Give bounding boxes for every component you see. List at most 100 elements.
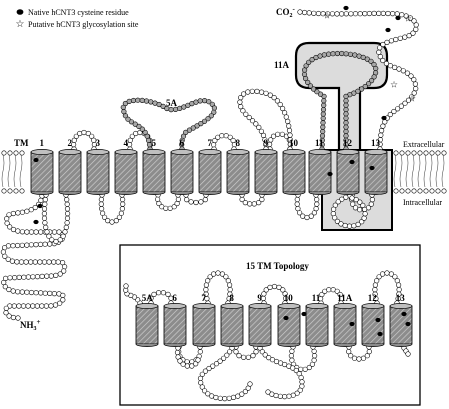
inset-loop-residue (306, 364, 312, 371)
cysteine-residue (349, 321, 355, 327)
loop-residue (41, 211, 48, 217)
tm-helix-8 (226, 149, 250, 195)
inset-loop-residue (205, 391, 211, 397)
inset-loop-residue (261, 291, 267, 297)
cysteine-residue (349, 159, 355, 165)
residue (33, 229, 39, 235)
loop-residue (63, 224, 69, 230)
residue (41, 259, 48, 265)
tm-helix-6 (170, 149, 194, 195)
loop-residue (60, 233, 66, 239)
residue (38, 229, 44, 235)
loop-residue (240, 108, 246, 114)
loop-residue (304, 214, 310, 221)
c-terminal-residue (410, 30, 416, 36)
loop-11a-residue (306, 59, 312, 65)
residue (10, 210, 16, 217)
loop-residue (171, 204, 177, 210)
c-terminal-residue (407, 15, 414, 21)
loop-residue (245, 89, 251, 95)
residue (43, 303, 50, 309)
tm-number-9: 9 (264, 138, 269, 148)
residue (47, 290, 53, 297)
loop-residue (62, 229, 68, 235)
loop-residue (156, 200, 162, 207)
inset-loop-residue (226, 395, 232, 401)
residue (61, 264, 68, 270)
c-terminal-residue (388, 38, 395, 44)
loop-residue (300, 213, 306, 219)
residue (15, 242, 21, 249)
extracellular-label: Extracellular (403, 140, 445, 149)
c-terminal-residue (394, 11, 400, 17)
inset-loop-residue (297, 387, 303, 393)
inset-helix-5A (135, 303, 159, 347)
residue (7, 275, 13, 281)
residue (24, 208, 30, 214)
inset-number-13: 13 (396, 293, 406, 303)
loop-5a-residue (172, 106, 179, 112)
cysteine-residue (33, 157, 39, 163)
inset-loop-residue (326, 287, 332, 293)
c-terminal-residue (384, 39, 390, 46)
loop-residue (283, 114, 289, 120)
c-terminal-residue (377, 53, 383, 60)
loop-residue (105, 218, 111, 224)
loop-11a-residue (343, 106, 349, 113)
loop-residue (361, 215, 367, 221)
c-terminal-residue (397, 35, 403, 41)
residue (56, 229, 62, 235)
loop-residue (332, 215, 338, 221)
residue (53, 272, 59, 279)
loop-11a-residue (368, 58, 374, 64)
loop-residue (77, 130, 83, 137)
residue (12, 275, 18, 281)
residue (19, 242, 25, 248)
loop-residue (85, 130, 91, 137)
c-terminal-residue (387, 63, 394, 69)
inset-loop-residue (276, 284, 282, 291)
loop-residue (109, 219, 115, 225)
c-terminus-label: CO2- (276, 5, 296, 19)
residue (5, 256, 11, 262)
residue (10, 288, 16, 294)
residue (4, 220, 10, 226)
residue (15, 289, 21, 295)
c-terminal-residue (380, 41, 386, 48)
loop-residue (279, 131, 285, 137)
inset-number-12: 12 (368, 293, 378, 303)
c-terminal-residue (311, 10, 317, 16)
inset-loop-residue (388, 271, 395, 277)
cysteine-legend-label: Native hCNT3 cysteine residue (28, 8, 129, 17)
inset-loop-residue (189, 363, 195, 369)
loop-residue (64, 206, 71, 212)
residue (20, 303, 27, 309)
residue (61, 268, 67, 274)
tm-number-13: 13 (371, 138, 381, 148)
residue (11, 303, 17, 309)
inset-loop-residue (265, 389, 271, 395)
loop-residue (219, 133, 225, 139)
inset-loop-residue (360, 355, 367, 361)
c-terminal-residue (396, 66, 402, 72)
glycosylation-site-icon: ☆ (323, 11, 331, 21)
loop-11a-residue (343, 111, 349, 117)
inset-loop-residue (151, 291, 157, 298)
loop-residue (368, 201, 374, 207)
residue (51, 291, 58, 297)
inset-loop-residue (177, 358, 183, 364)
loop-residue (155, 196, 161, 202)
inset-loop-residue (346, 349, 352, 355)
residue (42, 290, 48, 296)
loop-11a-residue (343, 120, 349, 126)
residue (48, 273, 54, 279)
cysteine-residue (343, 5, 349, 11)
loop-residue (64, 220, 70, 226)
residue (18, 259, 25, 265)
loop-residue (247, 201, 253, 207)
residue (34, 274, 41, 280)
residue (39, 303, 45, 309)
residue (51, 259, 57, 265)
loop-11a-residue (330, 51, 336, 57)
inset-loop-residue (197, 375, 204, 382)
